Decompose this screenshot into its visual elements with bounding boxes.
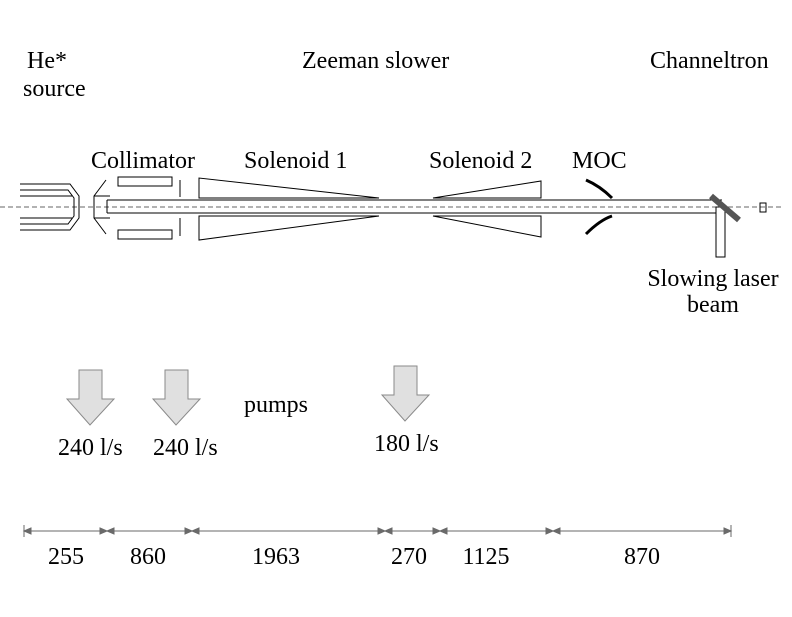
segment-length-4: 270 bbox=[391, 544, 427, 570]
collimator-plate-bottom bbox=[117, 229, 173, 240]
segment-length-5: 1125 bbox=[462, 544, 510, 570]
solenoid-1-label: Solenoid 1 bbox=[244, 148, 348, 174]
solenoid-1-bottom bbox=[198, 215, 380, 241]
slowing-laser-label-line2: beam bbox=[687, 292, 739, 318]
pumps-label: pumps bbox=[244, 392, 309, 418]
beam-tube bbox=[106, 199, 722, 214]
pump-arrow-1 bbox=[65, 369, 116, 426]
segment-length-1: 255 bbox=[48, 544, 84, 570]
channeltron-detector bbox=[759, 202, 767, 213]
moc-mirror-top bbox=[585, 178, 614, 200]
solenoid-2-top bbox=[432, 180, 542, 199]
solenoid-2-label: Solenoid 2 bbox=[429, 148, 533, 174]
he-source-label-line1: He* bbox=[27, 48, 67, 74]
he-source-label-line2: source bbox=[23, 76, 86, 102]
solenoid-1-top bbox=[198, 177, 380, 199]
pump-arrow-3 bbox=[380, 365, 431, 422]
segment-length-3: 1963 bbox=[252, 544, 300, 570]
pump-speed-1: 240 l/s bbox=[58, 435, 123, 461]
segment-length-6: 870 bbox=[624, 544, 660, 570]
pump-speed-3: 180 l/s bbox=[374, 431, 439, 457]
pump-arrows bbox=[65, 365, 431, 426]
dimension-line bbox=[22, 525, 733, 537]
pump-arrow-2 bbox=[151, 369, 202, 426]
solenoid-2-bottom bbox=[432, 215, 542, 238]
moc-label: MOC bbox=[572, 148, 627, 174]
collimator-plate-top bbox=[117, 176, 173, 187]
segment-length-2: 860 bbox=[130, 544, 166, 570]
collimator-label: Collimator bbox=[91, 148, 195, 174]
moc-mirror-bottom bbox=[584, 214, 613, 236]
slowing-laser-beam bbox=[715, 206, 726, 258]
laser-mirror bbox=[709, 193, 741, 223]
channeltron-label: Channeltron bbox=[650, 48, 769, 74]
slowing-laser-label-line1: Slowing laser bbox=[647, 266, 779, 292]
zeeman-slower-label: Zeeman slower bbox=[302, 48, 450, 74]
skimmer-cone bbox=[93, 179, 110, 235]
pump-speed-2: 240 l/s bbox=[153, 435, 218, 461]
he-source-nozzle bbox=[20, 183, 80, 231]
